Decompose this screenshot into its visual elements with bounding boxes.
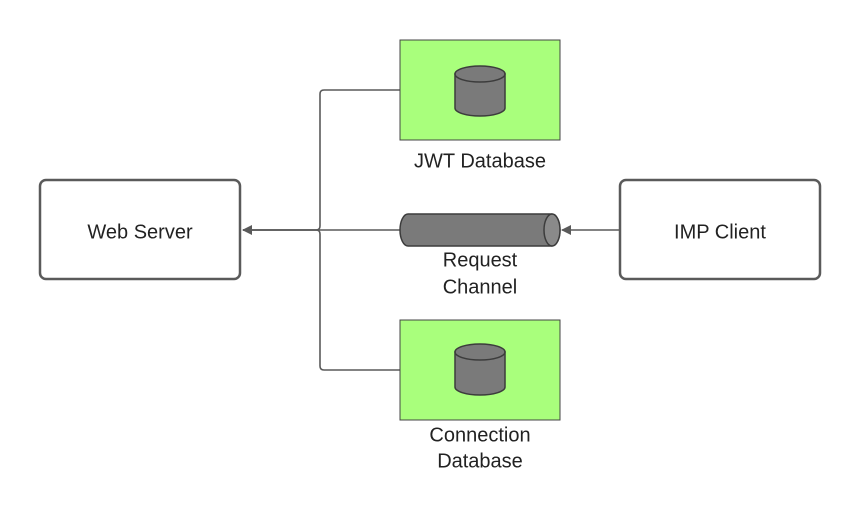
database-cylinder-icon bbox=[454, 343, 506, 396]
connection-database-node[interactable] bbox=[399, 319, 561, 421]
web-server-node[interactable]: Web Server bbox=[38, 178, 242, 281]
web-server-box bbox=[38, 178, 242, 281]
pipe-channel-icon bbox=[399, 213, 561, 247]
request-channel-label-line2: Channel bbox=[443, 276, 518, 298]
connection-database-label-line2: Database bbox=[437, 450, 523, 472]
jwt-database-label: JWT Database bbox=[414, 150, 546, 172]
web-server-label: Web Server bbox=[87, 221, 193, 243]
request-channel-label-line1: Request bbox=[443, 249, 518, 271]
imp-client-box bbox=[618, 178, 822, 281]
edge-connection-database-to-web-server bbox=[243, 229, 400, 371]
edge-jwt-database-to-web-server bbox=[243, 89, 400, 231]
request-channel-node[interactable] bbox=[399, 213, 561, 247]
connection-database-label-line1: Connection bbox=[429, 424, 530, 446]
imp-client-node[interactable]: IMP Client bbox=[618, 178, 822, 281]
jwt-database-node[interactable] bbox=[399, 39, 561, 141]
connectors bbox=[242, 89, 620, 371]
database-cylinder-icon bbox=[454, 65, 506, 117]
imp-client-label: IMP Client bbox=[674, 221, 766, 243]
